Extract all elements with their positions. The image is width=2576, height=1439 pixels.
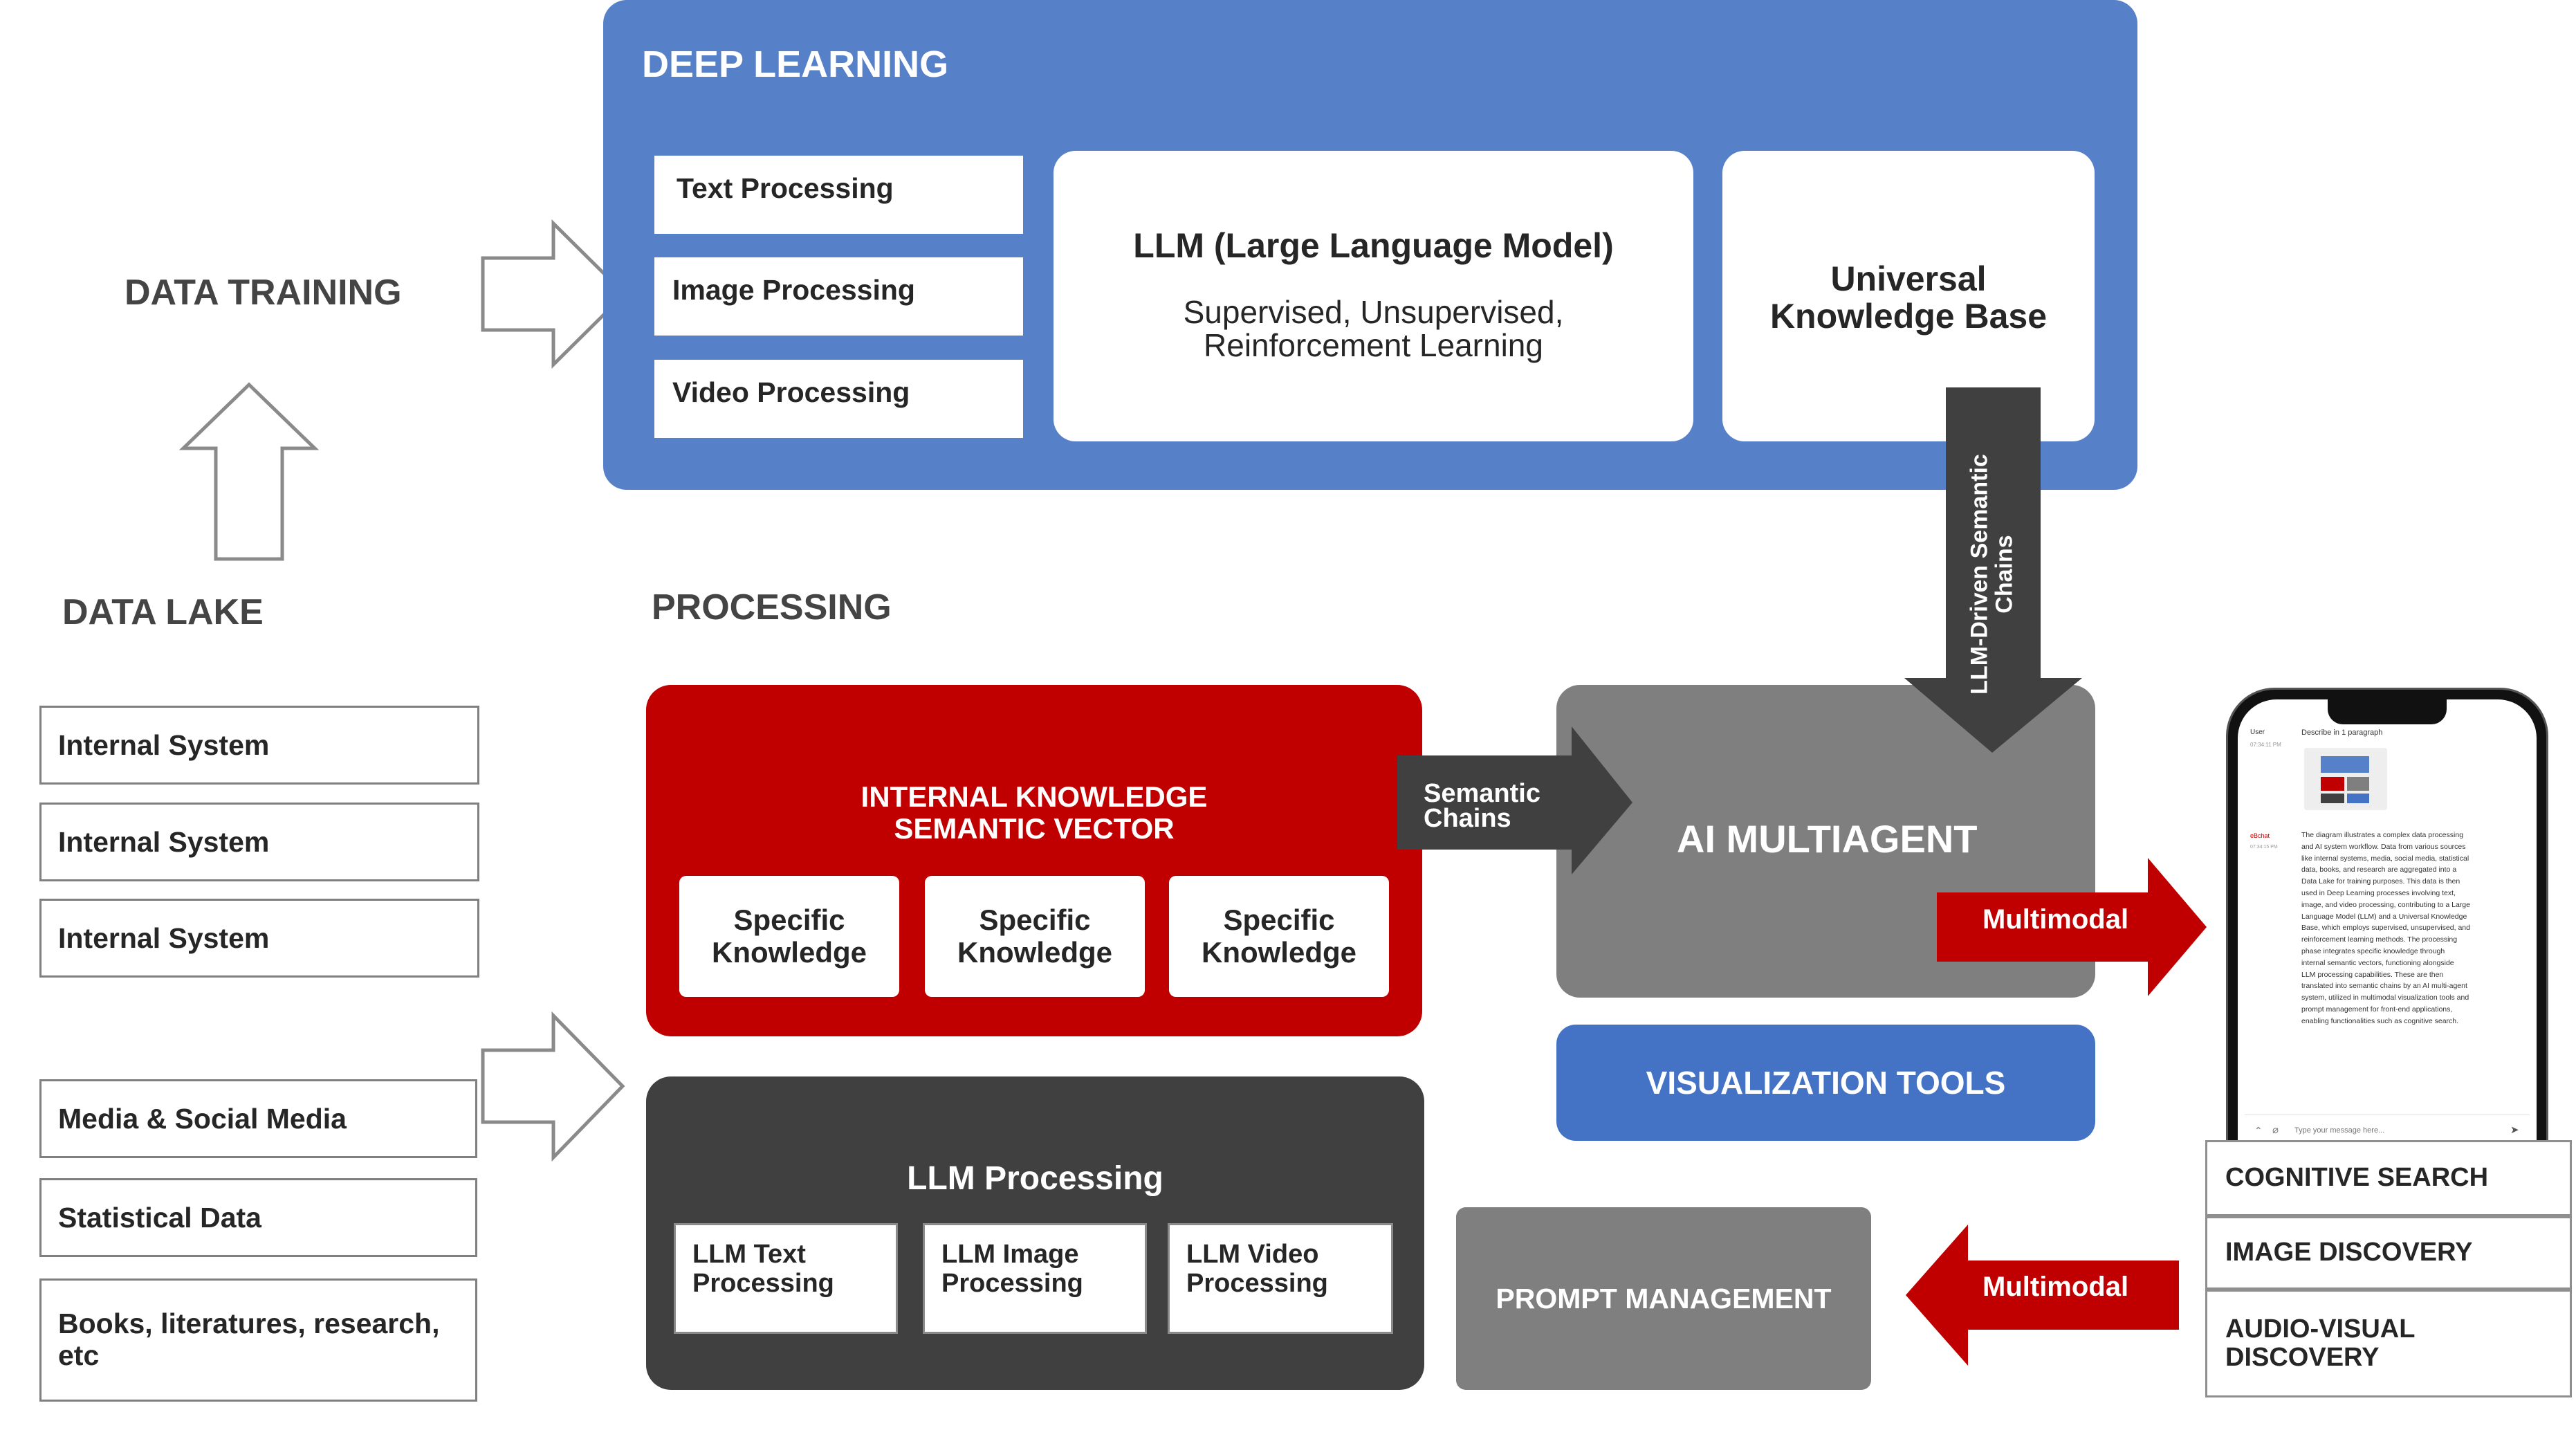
phone-bot-message: The diagram illustrates a complex data p… <box>2301 830 2530 1027</box>
data-source-statistical: Statistical Data <box>39 1178 477 1257</box>
specific-knowledge-3-line2: Knowledge <box>1201 935 1356 969</box>
phone-user-message: Describe in 1 paragraph <box>2301 728 2383 737</box>
output-audio-visual-line1: AUDIO-VISUAL <box>2225 1314 2416 1344</box>
specific-knowledge-2-line1: Specific <box>979 904 1091 937</box>
llm-driven-label-line1: LLM-Driven Semantic <box>1966 454 1993 695</box>
prompt-management-box: PROMPT MANAGEMENT <box>1456 1207 1871 1390</box>
llm-text-processing-box: LLM Text Processing <box>674 1223 898 1334</box>
data-training-arrow-icon <box>481 219 627 369</box>
phone-bot-line: like internal systems, media, social med… <box>2301 854 2469 863</box>
phone-bot-line: translated into semantic chains by an AI… <box>2301 982 2467 991</box>
ukb-line2: Knowledge Base <box>1769 297 2048 336</box>
video-processing-label: Video Processing <box>672 376 910 408</box>
llm-video-processing-box: LLM Video Processing <box>1168 1223 1393 1334</box>
phone-user-label: User <box>2250 728 2265 736</box>
phone-bot-line: image, and video processing, contributin… <box>2301 900 2470 909</box>
output-audio-visual-line2: DISCOVERY <box>2225 1343 2380 1372</box>
phone-bot-label: eBchat <box>2250 832 2270 839</box>
phone-screen: User 07:34:11 PM Describe in 1 paragraph… <box>2238 699 2537 1156</box>
ukb-line1: Universal <box>1830 259 1987 298</box>
phone-bot-line: Base, which employs supervised, unsuperv… <box>2301 924 2470 933</box>
data-source-media: Media & Social Media <box>39 1079 477 1158</box>
llm-title: LLM (Large Language Model) <box>1133 226 1614 265</box>
llm-video-line2: Processing <box>1186 1268 1328 1298</box>
specific-knowledge-1-line2: Knowledge <box>711 935 867 969</box>
phone-thumbnail-image <box>2304 748 2387 810</box>
llm-image-line2: Processing <box>941 1268 1083 1298</box>
phone-bot-line: data, books, and research are aggregated… <box>2301 865 2457 874</box>
llm-text-line1: LLM Text <box>692 1240 806 1269</box>
data-training-label: DATA TRAINING <box>125 273 402 313</box>
multimodal-out-label: Multimodal <box>1982 904 2129 935</box>
phone-mockup: User 07:34:11 PM Describe in 1 paragraph… <box>2226 688 2548 1160</box>
data-source-books: Books, literatures, research, etc <box>39 1278 477 1402</box>
phone-bot-line: reinforcement learning methods. The proc… <box>2301 935 2458 944</box>
llm-box: LLM (Large Language Model) Supervised, U… <box>1054 151 1693 441</box>
phone-bot-line: prompt management for front-end applicat… <box>2301 1005 2453 1014</box>
phone-bot-line: internal semantic vectors, functioning a… <box>2301 958 2454 967</box>
media-arrow-icon <box>481 1011 625 1162</box>
phone-bot-line: system, utilized in multimodal visualiza… <box>2301 993 2469 1002</box>
llm-driven-label-line2: Chains <box>1991 535 2017 614</box>
phone-input-bar[interactable]: ⌃ ⌀ ➤ <box>2245 1115 2530 1146</box>
phone-bot-line: and AI system workflow. Data from variou… <box>2301 842 2466 851</box>
data-lake-label: DATA LAKE <box>62 592 264 632</box>
llm-image-processing-box: LLM Image Processing <box>923 1223 1147 1334</box>
internal-knowledge-title-2: SEMANTIC VECTOR <box>894 812 1175 845</box>
phone-bot-line: phase integrates specific knowledge thro… <box>2301 946 2445 955</box>
specific-knowledge-box-3: Specific Knowledge <box>1169 876 1389 997</box>
phone-user-time: 07:34:11 PM <box>2250 742 2281 748</box>
llm-image-line1: LLM Image <box>941 1240 1079 1269</box>
image-processing-label: Image Processing <box>672 274 915 306</box>
phone-bot-line: enabling functionalities such as cogniti… <box>2301 1016 2459 1025</box>
phone-bot-line: used in Deep Learning processes involvin… <box>2301 888 2456 897</box>
text-processing-label: Text Processing <box>677 172 894 204</box>
text-processing-box: Text Processing <box>654 156 1023 234</box>
llm-processing-title: LLM Processing <box>907 1160 1163 1197</box>
multimodal-in-arrow-icon <box>1906 1225 2179 1366</box>
phone-expand-icon[interactable]: ⌃ <box>2254 1125 2263 1136</box>
video-processing-box: Video Processing <box>654 360 1023 438</box>
semantic-chains-label-2: Chains <box>1424 804 1511 833</box>
phone-notch <box>2328 699 2447 724</box>
phone-send-icon[interactable]: ➤ <box>2510 1124 2519 1136</box>
data-source-books-line1: Books, literatures, research, <box>58 1308 440 1340</box>
phone-bot-line: Language Model (LLM) and a Universal Kno… <box>2301 912 2467 921</box>
output-cognitive-search: COGNITIVE SEARCH <box>2205 1140 2572 1216</box>
internal-knowledge-title-1: INTERNAL KNOWLEDGE <box>861 780 1208 813</box>
specific-knowledge-box-1: Specific Knowledge <box>679 876 899 997</box>
phone-bot-time: 07:34:15 PM <box>2250 845 2278 850</box>
image-processing-box: Image Processing <box>654 257 1023 336</box>
specific-knowledge-box-2: Specific Knowledge <box>925 876 1145 997</box>
data-source-internal-system-1: Internal System <box>39 706 479 785</box>
phone-bot-line: LLM processing capabilities. These are t… <box>2301 970 2444 979</box>
phone-message-input[interactable] <box>2293 1122 2496 1139</box>
processing-label: PROCESSING <box>652 587 892 627</box>
semantic-chains-arrow-icon <box>1397 726 1632 874</box>
specific-knowledge-1-line1: Specific <box>733 904 845 937</box>
data-source-books-line2: etc <box>58 1339 100 1371</box>
visualization-tools-box: VISUALIZATION TOOLS <box>1556 1025 2095 1141</box>
phone-bot-line: Data Lake for training purposes. This da… <box>2301 877 2460 886</box>
multimodal-out-arrow-icon <box>1937 858 2207 996</box>
llm-subtitle-1: Supervised, Unsupervised, <box>1183 294 1564 330</box>
llm-video-line1: LLM Video <box>1186 1240 1319 1269</box>
phone-bot-line: The diagram illustrates a complex data p… <box>2301 831 2464 839</box>
ai-multiagent-label: AI MULTIAGENT <box>1677 817 1978 861</box>
data-lake-up-arrow-icon <box>178 382 320 561</box>
deep-learning-title: DEEP LEARNING <box>642 44 949 85</box>
data-source-internal-system-3: Internal System <box>39 899 479 978</box>
multimodal-in-label: Multimodal <box>1982 1272 2129 1302</box>
semantic-chains-label-1: Semantic <box>1424 779 1540 808</box>
llm-subtitle-2: Reinforcement Learning <box>1204 327 1543 363</box>
data-source-internal-system-2: Internal System <box>39 803 479 881</box>
output-audio-visual-discovery: AUDIO-VISUAL DISCOVERY <box>2205 1290 2572 1397</box>
phone-attach-icon[interactable]: ⌀ <box>2272 1124 2279 1136</box>
output-image-discovery: IMAGE DISCOVERY <box>2205 1216 2572 1290</box>
specific-knowledge-3-line1: Specific <box>1223 904 1335 937</box>
llm-driven-chains-arrow-icon <box>1904 387 2082 753</box>
llm-text-line2: Processing <box>692 1268 834 1298</box>
specific-knowledge-2-line2: Knowledge <box>957 935 1112 969</box>
